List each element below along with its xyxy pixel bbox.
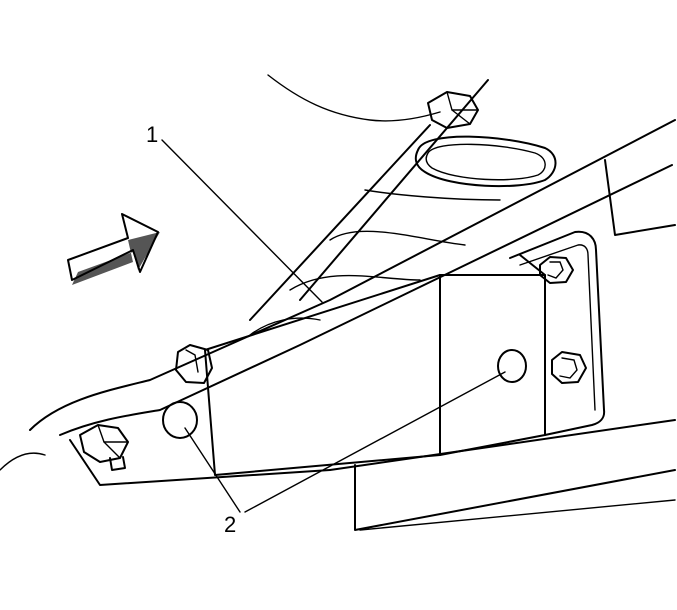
- forward-arrow-icon: [67, 213, 160, 285]
- bracket-holes: [162, 349, 527, 439]
- leader-line-1: [161, 139, 323, 303]
- leader-line-2b: [244, 371, 506, 513]
- leader-lines: [161, 139, 506, 513]
- bracket-nut-upper-icon: [539, 256, 574, 284]
- wire: [267, 74, 441, 122]
- frame-rail: [0, 119, 676, 531]
- stud-nut-left-icon: [175, 344, 213, 384]
- callout-label-1: 1: [146, 122, 158, 147]
- frame-upper-section: [249, 79, 501, 336]
- leader-line-2a: [184, 427, 241, 513]
- hole-left: [162, 401, 198, 439]
- oval-access-hole: [414, 135, 557, 188]
- callout-label-2: 2: [224, 512, 236, 537]
- stud-nut-bottom-icon: [79, 424, 129, 471]
- bracket-nut-lower-icon: [551, 351, 587, 384]
- hole-right: [497, 349, 527, 383]
- top-nut-icon: [427, 91, 479, 129]
